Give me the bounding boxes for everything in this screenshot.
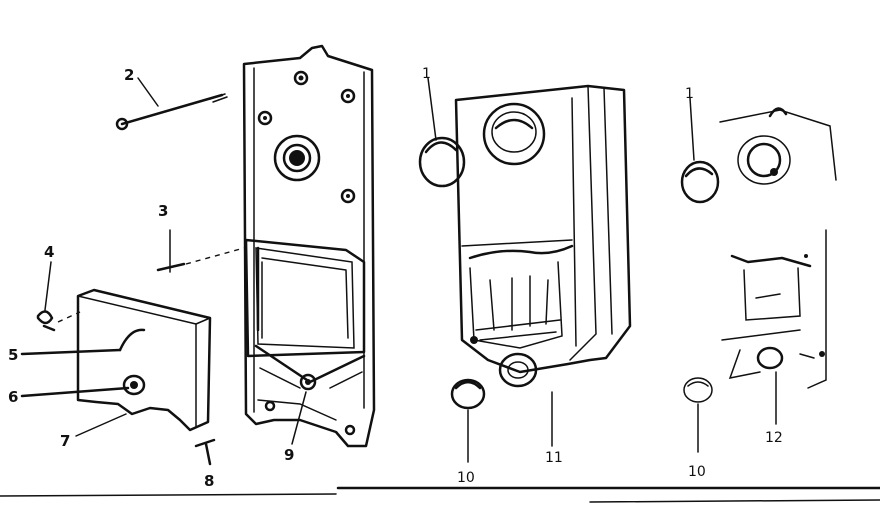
leader-4	[44, 261, 52, 311]
mounting-plate	[242, 44, 376, 448]
part-1-plug-right	[680, 160, 720, 204]
callout-6: 6	[8, 388, 18, 406]
callout-1b: 1	[685, 86, 694, 102]
callout-12: 12	[765, 430, 783, 446]
callout-7: 7	[60, 432, 70, 450]
callout-9: 9	[284, 446, 294, 464]
leader-1b	[689, 97, 695, 161]
switch-housing-faded-view	[719, 107, 837, 389]
leader-5	[20, 348, 122, 356]
callout-3: 3	[158, 202, 168, 220]
part-11-switch-housing	[454, 84, 632, 388]
leader-6	[20, 386, 130, 398]
leader-7	[75, 413, 127, 437]
callout-10b: 10	[688, 464, 706, 480]
callout-11: 11	[545, 450, 563, 466]
leader-2	[137, 77, 159, 107]
callout-5: 5	[8, 346, 18, 364]
part-9-grommet	[299, 373, 317, 391]
part-1-plug-left	[418, 136, 466, 188]
baseline-rule-left	[0, 493, 337, 497]
part-7-cover-plate	[76, 288, 212, 432]
part-2-bolt	[115, 93, 228, 131]
part-3-pin	[156, 262, 186, 272]
assembly-line-4	[57, 311, 81, 323]
callout-4: 4	[44, 243, 54, 261]
assembly-line-3	[185, 247, 245, 265]
callout-1a: 1	[422, 66, 431, 82]
part-10-plug-right	[683, 377, 713, 403]
leader-9	[291, 391, 307, 445]
callout-2: 2	[124, 66, 134, 84]
baseline-rule-right	[589, 499, 880, 503]
part-4-clip	[36, 310, 56, 332]
part-10-plug-left	[450, 378, 486, 410]
callout-8: 8	[204, 472, 214, 490]
callout-10a: 10	[457, 470, 475, 486]
leader-1a	[427, 77, 437, 141]
part-8-screw	[194, 438, 216, 466]
